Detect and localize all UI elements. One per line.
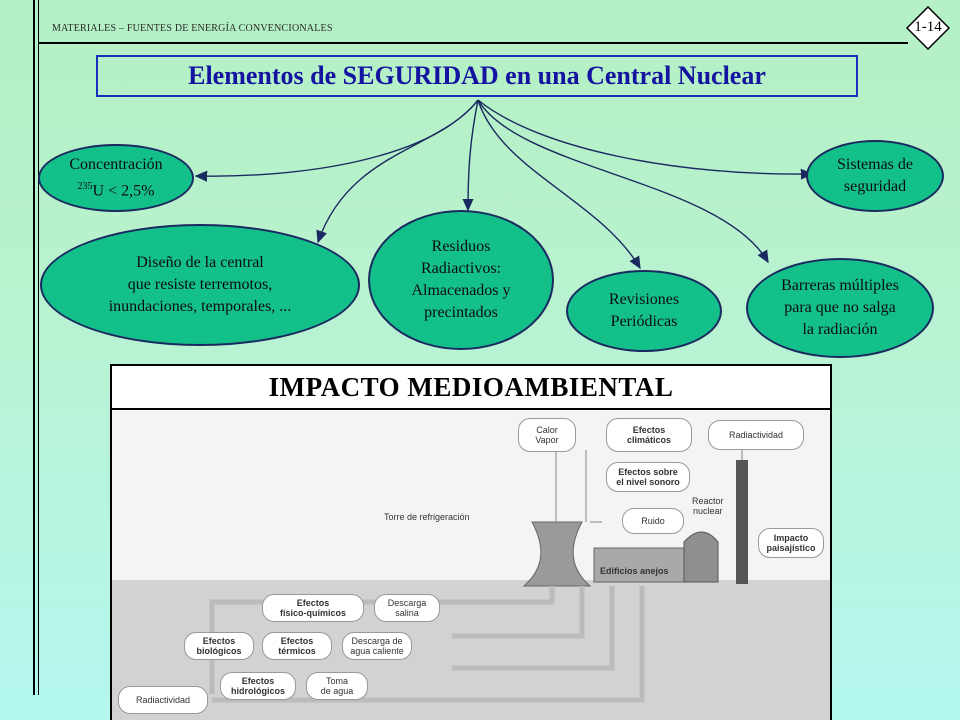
ruido-text: Ruido xyxy=(641,516,665,526)
arrow-to-revisiones xyxy=(477,99,641,270)
node-residuos: Residuos Radiactivos: Almacenados y prec… xyxy=(368,210,554,350)
biologicos-line1: Efectos xyxy=(202,636,236,646)
sistemas-line1: Sistemas de xyxy=(837,156,913,173)
page-number-badge: 1-14 xyxy=(906,6,950,50)
toma-line2: de agua xyxy=(320,686,354,696)
barreras-line2: para que no salga xyxy=(784,299,896,316)
concentracion-line2: U < 2,5% xyxy=(92,182,155,200)
node-barreras: Barreras múltiples para que no salga la … xyxy=(746,258,934,358)
reactor-line1: Reactor xyxy=(692,496,724,506)
node-diseno: Diseño de la central que resiste terremo… xyxy=(40,224,360,346)
header-subject: MATERIALES – FUENTES DE ENERGÍA CONVENCI… xyxy=(52,23,333,34)
paisajistico-line1: Impacto xyxy=(773,533,809,543)
node-sistemas: Sistemas de seguridad xyxy=(806,140,944,212)
sonoro-line2: el nivel sonoro xyxy=(616,477,680,487)
arrow-to-residuos xyxy=(462,99,479,212)
label-torre: Torre de refrigeración xyxy=(384,512,470,522)
concentracion-sup: 235 xyxy=(77,180,93,192)
salina-line1: Descarga xyxy=(387,598,427,608)
label-reactor: Reactor nuclear xyxy=(692,496,724,516)
diamond-icon xyxy=(906,6,950,50)
termicos-line1: Efectos xyxy=(280,636,314,646)
node-concentracion: Concentración 235U < 2,5% xyxy=(38,144,194,212)
toma-line1: Toma xyxy=(325,676,348,686)
residuos-line1: Residuos xyxy=(431,238,491,255)
fisico-line2: físico-químicos xyxy=(279,608,346,618)
vapor-line: Vapor xyxy=(535,435,559,445)
page-title: Elementos de SEGURIDAD en una Central Nu… xyxy=(96,55,858,97)
cooling-tower-shape xyxy=(522,521,592,587)
node-revisiones: Revisiones Periódicas xyxy=(566,270,722,352)
residuos-line3: Almacenados y xyxy=(411,282,511,299)
termicos-line2: térmicos xyxy=(278,646,316,656)
climaticos-line2: climáticos xyxy=(626,435,672,445)
radiactividad-top-text: Radiactividad xyxy=(728,430,784,440)
fisico-line1: Efectos xyxy=(296,598,330,608)
illustration-drawing xyxy=(112,450,830,720)
box-ruido: Ruido xyxy=(622,508,684,534)
paisajistico-line2: paisajístico xyxy=(766,543,816,553)
reactor-line2: nuclear xyxy=(692,506,723,516)
diseno-line2: que resiste terremotos, xyxy=(127,276,273,293)
arrow-to-barreras xyxy=(477,99,769,264)
box-radiactividad-bottom: Radiactividad xyxy=(118,686,208,714)
connector-arrows xyxy=(194,99,814,270)
impact-title: IMPACTO MEDIOAMBIENTAL xyxy=(110,364,832,410)
left-border-line xyxy=(33,0,35,695)
sistemas-line2: seguridad xyxy=(843,178,907,195)
residuos-line2: Radiactivos: xyxy=(421,260,501,277)
sonoro-line1: Efectos sobre xyxy=(618,467,678,477)
revisiones-line1: Revisiones xyxy=(608,291,680,308)
arrow-to-diseno xyxy=(316,99,479,244)
diseno-line3: inundaciones, temporales, ... xyxy=(108,298,292,315)
box-radiactividad-top: Radiactividad xyxy=(708,420,804,450)
climaticos-line1: Efectos xyxy=(632,425,666,435)
salina-line2: salina xyxy=(395,608,419,618)
hidrologicos-line1: Efectos xyxy=(241,676,275,686)
barreras-line3: la radiación xyxy=(802,321,878,338)
calor-line: Calor xyxy=(536,425,558,435)
header-rule xyxy=(38,42,908,44)
concentracion-line1: Concentración xyxy=(69,155,163,173)
radiactividad-bottom-text: Radiactividad xyxy=(135,695,191,705)
agua-caliente-line1: Descarga de xyxy=(351,636,403,646)
diseno-line1: Diseño de la central xyxy=(136,254,264,271)
biologicos-line2: biológicos xyxy=(196,646,242,656)
arrow-to-sistemas xyxy=(477,99,814,180)
label-edificios: Edificios anejos xyxy=(600,566,669,576)
hidrologicos-line2: hidrológicos xyxy=(231,686,285,696)
page-number: 1-14 xyxy=(914,19,942,35)
arrow-to-concentracion xyxy=(194,99,479,182)
residuos-line4: precintados xyxy=(424,304,498,321)
revisiones-line2: Periódicas xyxy=(610,313,678,330)
left-border-line-inner xyxy=(38,0,39,695)
agua-caliente-line2: agua caliente xyxy=(350,646,404,656)
barreras-line1: Barreras múltiples xyxy=(781,277,899,294)
